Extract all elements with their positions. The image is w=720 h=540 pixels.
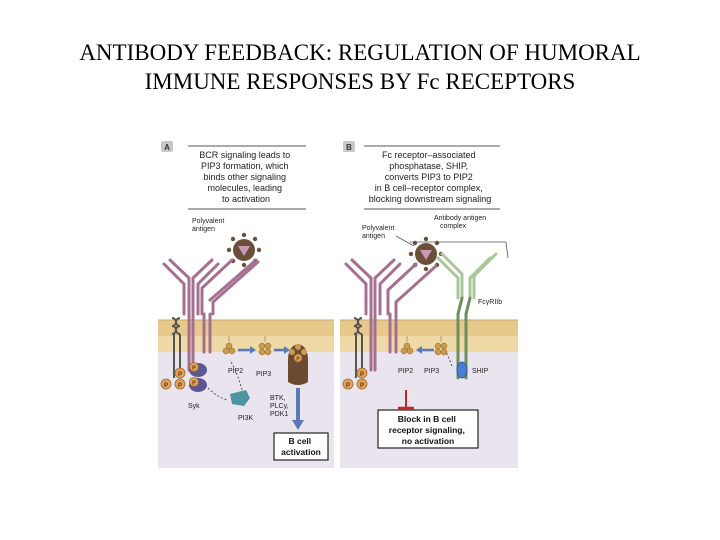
panel-a-pip2-label: PIP2 — [228, 368, 243, 375]
panel-a-syk-p2: P — [192, 381, 196, 387]
panel-a-phosphate-2-label: P — [164, 383, 168, 389]
panel-b-caption-line-4: in B cell–receptor complex, — [375, 183, 483, 193]
panel-b-antigen-label-line-1: Polyvalent — [362, 225, 394, 232]
panel-b-outcome-box — [377, 409, 479, 449]
panel-b-pip3-label: PIP3 — [424, 368, 439, 375]
panel-a-caption-line-2: PIP3 formation, which — [201, 161, 289, 171]
panel-a-phosphate-3: P — [174, 378, 186, 390]
panel-a-phosphate-2: P — [160, 378, 172, 390]
panel-b-caption: Fc receptor–associated phosphatase, SHIP… — [369, 150, 492, 204]
panel-a-outcome-line-1: B cell — [288, 436, 311, 446]
panel-b-caption-line-2: phosphatase, SHIP, — [389, 161, 468, 171]
panel-b-membrane-inner — [340, 336, 518, 352]
panel-a-caption-line-4: molecules, leading — [207, 183, 282, 193]
panel-b-phosphate-3-label: P — [360, 383, 364, 389]
panel-a-syk-p1: P — [192, 366, 196, 372]
panel-a-pi3k-label: PI3K — [238, 415, 254, 422]
panel-b-complex-label: Antibody antigen complex — [434, 215, 488, 230]
panel-a-caption: BCR signaling leads to PIP3 formation, w… — [199, 150, 293, 204]
panel-b-complex-label-line-1: Antibody antigen — [434, 215, 486, 222]
panel-b-outcome-line-2: receptor signaling, — [389, 425, 465, 435]
title-line-2: IMMUNE RESPONSES BY Fc RECEPTORS — [144, 69, 576, 94]
panel-b-outcome: Block in B cell receptor signaling, no a… — [389, 414, 467, 446]
panel-a-outcome-box — [273, 432, 329, 461]
panel-b-pip3-lipid — [434, 336, 448, 356]
panel-b-tag: B — [346, 143, 352, 152]
panel-b-ship-to-pip3-arrow — [445, 351, 453, 367]
panel-b-antigen-pointer — [395, 235, 415, 247]
panel-a-pi3k-to-pip-arrow — [229, 359, 243, 391]
panel-a-ig-alpha-beta — [171, 317, 181, 378]
panel-a-pip2-lipid — [222, 336, 236, 355]
panel-b-complex-bracket — [410, 241, 509, 259]
panel-a-outcome-line-2: activation — [281, 447, 321, 457]
panel-a-syk-to-pi3k-arrow — [207, 387, 229, 401]
panel-b-pip2-lipid — [400, 336, 414, 355]
panel-b-receptor-label: FcγRIIb — [478, 299, 502, 306]
panel-b-outcome-line-3: no activation — [402, 436, 454, 446]
panel-a-antigen-label-line-1: Polyvalent — [192, 218, 224, 225]
panel-b-caption-line-3: converts PIP3 to PIP2 — [385, 172, 473, 182]
title-line-1: ANTIBODY FEEDBACK: REGULATION OF HUMORAL — [79, 40, 641, 65]
panel-a-antigen-label: Polyvalent antigen — [192, 218, 226, 233]
slide-title: ANTIBODY FEEDBACK: REGULATION OF HUMORAL… — [0, 38, 720, 96]
panel-b-caption-line-1: Fc receptor–associated — [382, 150, 476, 160]
panel-a-syk-kinase: P P — [189, 362, 207, 392]
panel-a-membrane-inner — [158, 336, 334, 352]
panel-a-btk-label-line-2: PLCy, — [270, 403, 289, 410]
panel-a-bcr-left — [162, 258, 220, 372]
panel-b-antigen-label-line-2: antigen — [362, 233, 385, 240]
panel-b-caption-line-5: blocking downstream signaling — [369, 194, 492, 204]
panel-a-caption-line-3: binds other signaling — [203, 172, 286, 182]
fc-receptor-figure: A BCR signaling leads to PIP3 formation,… — [158, 138, 518, 468]
panel-a-arrowhead-2 — [284, 346, 290, 354]
panel-b-bcr-left — [344, 258, 402, 372]
panel-a-pip3-lipid — [258, 336, 272, 356]
panel-b-complex-label-line-2: complex — [440, 223, 467, 230]
panel-b-phosphate-1: P — [356, 367, 368, 379]
panel-b-ship — [456, 361, 468, 379]
panel-a-tag-box — [161, 141, 173, 152]
panel-a: A BCR signaling leads to PIP3 formation,… — [158, 138, 334, 468]
panel-b-phosphate-2-label: P — [346, 383, 350, 389]
panel-b: B Fc receptor–associated phosphatase, SH… — [340, 138, 518, 468]
panel-a-pip3-label: PIP3 — [256, 371, 271, 378]
panel-b-arrowhead — [416, 346, 422, 354]
panel-a-pi3k — [230, 390, 250, 406]
panel-a-btk-complex: P — [288, 344, 308, 385]
panel-a-btk-label-line-3: PDK1 — [270, 411, 288, 418]
panel-a-phosphate-3-label: P — [178, 383, 182, 389]
panel-b-antibody — [436, 252, 498, 300]
panel-a-syk-label: Syk — [188, 403, 200, 410]
panel-b-phosphate-1-label: P — [360, 372, 364, 378]
panel-a-arrowhead-1 — [250, 346, 256, 354]
panel-b-phosphate-2: P — [342, 378, 354, 390]
panel-a-bcr-right — [200, 258, 260, 354]
panel-b-antigen-label: Polyvalent antigen — [362, 225, 396, 240]
panel-a-activation-arrowhead — [292, 420, 304, 430]
panel-a-btk-p: P — [296, 357, 300, 363]
panel-a-tag: A — [164, 143, 170, 152]
panel-a-antigen-label-line-2: antigen — [192, 226, 215, 233]
panel-b-tag-box — [343, 141, 355, 152]
panel-a-caption-line-5: to activation — [222, 194, 270, 204]
panel-b-phosphate-3: P — [356, 378, 368, 390]
panel-a-caption-line-1: BCR signaling leads to — [199, 150, 290, 160]
panel-b-outcome-line-1: Block in B cell — [398, 414, 456, 424]
panel-a-btk-label-line-1: BTK, — [270, 395, 286, 402]
panel-a-outcome: B cell activation — [281, 436, 321, 457]
panel-b-pip2-label: PIP2 — [398, 368, 413, 375]
panel-b-ship-label: SHIP — [472, 368, 489, 375]
panel-a-phosphate-1-label: P — [178, 372, 182, 378]
panel-a-btk-label: BTK, PLCy, PDK1 — [270, 395, 291, 418]
panel-b-bcr-right — [386, 262, 438, 354]
panel-a-phosphate-1: P — [174, 367, 186, 379]
